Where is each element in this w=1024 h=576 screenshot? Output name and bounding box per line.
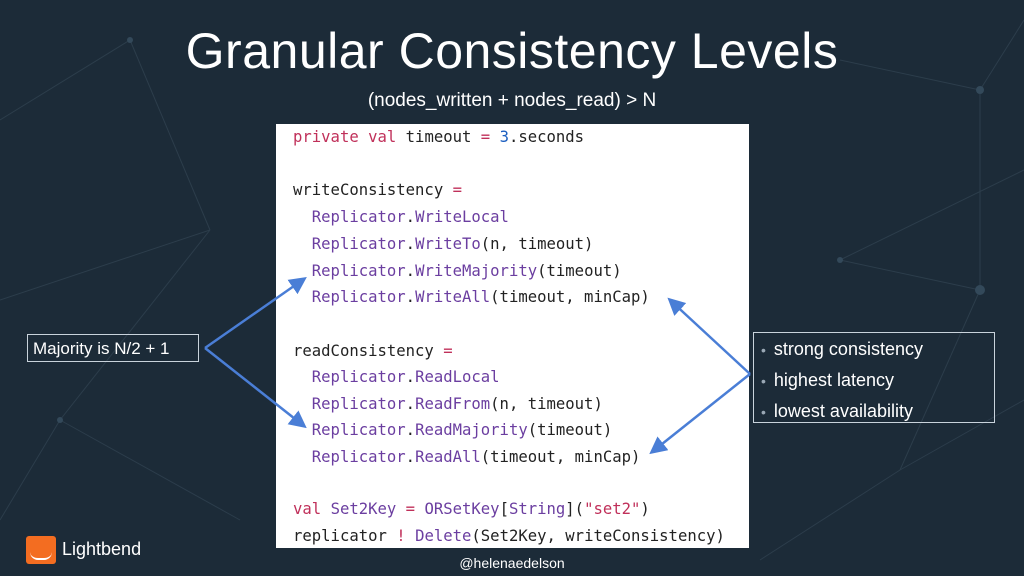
formula-subtitle: (nodes_written + nodes_read) > N bbox=[367, 90, 657, 111]
code-snippet: private val timeout = 3.seconds writeCon… bbox=[276, 124, 749, 548]
code-line-read-all: Replicator.ReadAll(timeout, minCap) bbox=[311, 448, 641, 466]
bullet-item: •strong consistency bbox=[761, 339, 923, 359]
logo-text: Lightbend bbox=[62, 539, 142, 559]
tradeoffs-box: •strong consistency •highest latency •lo… bbox=[753, 332, 995, 423]
author-handle: @helenaedelson bbox=[459, 555, 565, 571]
slide-title: Granular Consistency Levels bbox=[185, 23, 839, 79]
code-line-read-local: Replicator.ReadLocal bbox=[311, 368, 500, 386]
code-line-delete: replicator ! Delete(Set2Key, writeConsis… bbox=[293, 527, 725, 545]
bullet-dot-icon: • bbox=[761, 373, 766, 389]
code-line-write-consistency: writeConsistency = bbox=[293, 181, 462, 199]
code-line-read-consistency: readConsistency = bbox=[293, 342, 453, 360]
code-line-read-from: Replicator.ReadFrom(n, timeout) bbox=[311, 395, 603, 413]
lightbend-logo: Lightbend bbox=[26, 536, 156, 564]
code-line-write-majority: Replicator.WriteMajority(timeout) bbox=[311, 262, 622, 280]
code-line-timeout: private val timeout = 3.seconds bbox=[293, 128, 585, 146]
bullet-dot-icon: • bbox=[761, 404, 766, 420]
bullet-dot-icon: • bbox=[761, 342, 766, 358]
code-line-write-local: Replicator.WriteLocal bbox=[311, 208, 509, 226]
bullet-item: •highest latency bbox=[761, 370, 894, 390]
code-line-write-all: Replicator.WriteAll(timeout, minCap) bbox=[311, 288, 650, 306]
bullet-item: •lowest availability bbox=[761, 401, 913, 421]
code-line-set2key: val Set2Key = ORSetKey[String]("set2") bbox=[293, 500, 650, 518]
lightbend-logo-icon bbox=[26, 536, 56, 564]
code-line-read-majority: Replicator.ReadMajority(timeout) bbox=[311, 421, 613, 439]
majority-note: Majority is N/2 + 1 bbox=[27, 334, 199, 362]
code-line-write-to: Replicator.WriteTo(n, timeout) bbox=[311, 235, 594, 253]
